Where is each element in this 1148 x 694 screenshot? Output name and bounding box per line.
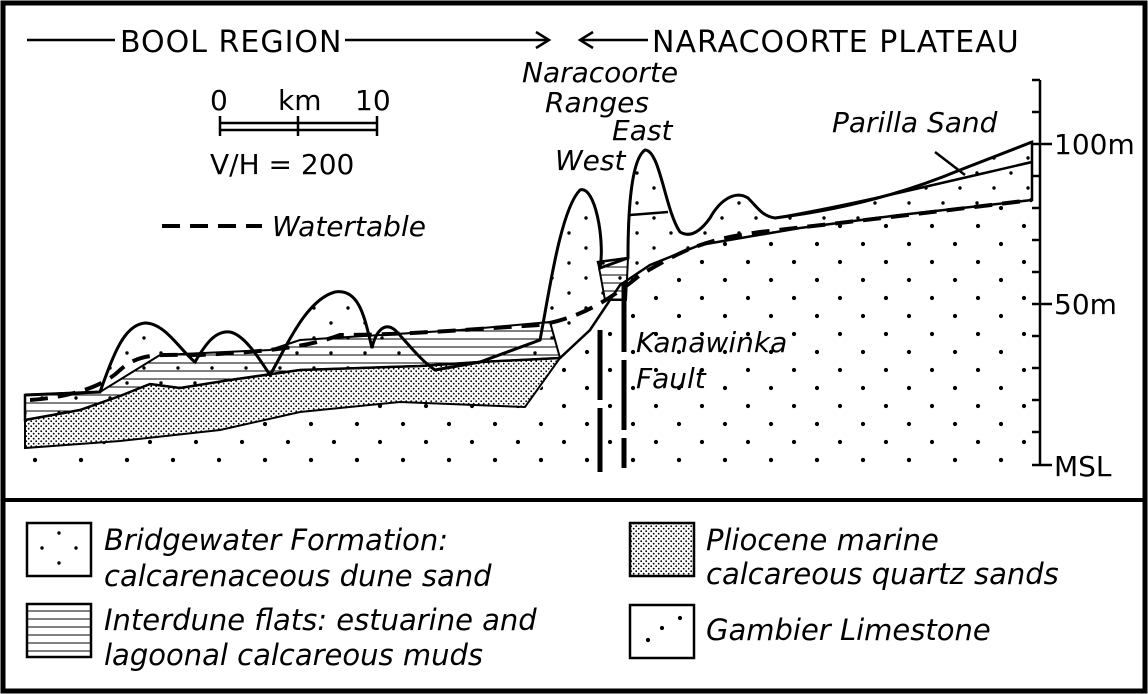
legend-bridgewater-line1: Bridgewater Formation:: [104, 523, 448, 557]
scale-zero-label: 0: [210, 84, 228, 117]
parilla-sand-label: Parilla Sand: [832, 106, 998, 139]
legend-gambier-dot: [677, 615, 683, 621]
legend-gambier-dot: [659, 625, 665, 631]
scale-ten-label: 10: [355, 84, 391, 117]
bool-region-label: BOOL REGION: [120, 25, 342, 60]
legend-swatch-interdune: [25, 602, 93, 659]
tick-label-100m: 100m: [1054, 128, 1135, 161]
east-range-label: East: [612, 114, 673, 147]
legend-gambier-dot: [645, 637, 651, 643]
legend-gambier-line1: Gambier Limestone: [706, 613, 991, 647]
legend-interdune-line1: Interdune flats: estuarine and: [104, 603, 537, 637]
tick-label-msl: MSL: [1054, 450, 1112, 483]
naracoorte-plateau-label: NARACOORTE PLATEAU: [652, 25, 1020, 60]
kanawinka-fault: [597, 282, 627, 472]
vertical-exaggeration-label: V/H = 200: [210, 148, 354, 181]
legend-bridgewater-line2: calcarenaceous dune sand: [104, 559, 492, 593]
legend-interdune-line2: lagoonal calcareous muds: [104, 638, 483, 672]
legend-swatch-gambier: [628, 603, 696, 660]
land-surface-profile: [24, 140, 1033, 397]
header-arrows: [27, 30, 648, 50]
tick-label-50m: 50m: [1054, 288, 1117, 321]
kanawinka-fault-label-2: Fault: [636, 362, 707, 395]
elevation-axis: [1032, 78, 1052, 467]
scale-bar: [218, 116, 379, 136]
legend-pliocene-line2: calcareous quartz sands: [706, 557, 1059, 591]
gambier-base-strip: [25, 448, 1032, 470]
legend: Bridgewater Formation: calcarenaceous du…: [25, 521, 1059, 672]
legend-swatch-pliocene: [628, 521, 696, 578]
kanawinka-fault-label-1: Kanawinka: [636, 326, 787, 359]
naracoorte-ranges-label-1: Naracoorte: [522, 56, 678, 89]
scale-unit-label: km: [278, 84, 322, 117]
watertable-key-label: Watertable: [272, 210, 426, 243]
west-range-label: West: [555, 144, 627, 177]
watertable-line: [29, 198, 1033, 402]
legend-swatch-bridgewater: [25, 521, 93, 578]
naracoorte-ranges-label-2: Ranges: [545, 86, 649, 119]
gambier-limestone-area: [25, 200, 1032, 465]
legend-pliocene-line1: Pliocene marine: [706, 523, 939, 557]
